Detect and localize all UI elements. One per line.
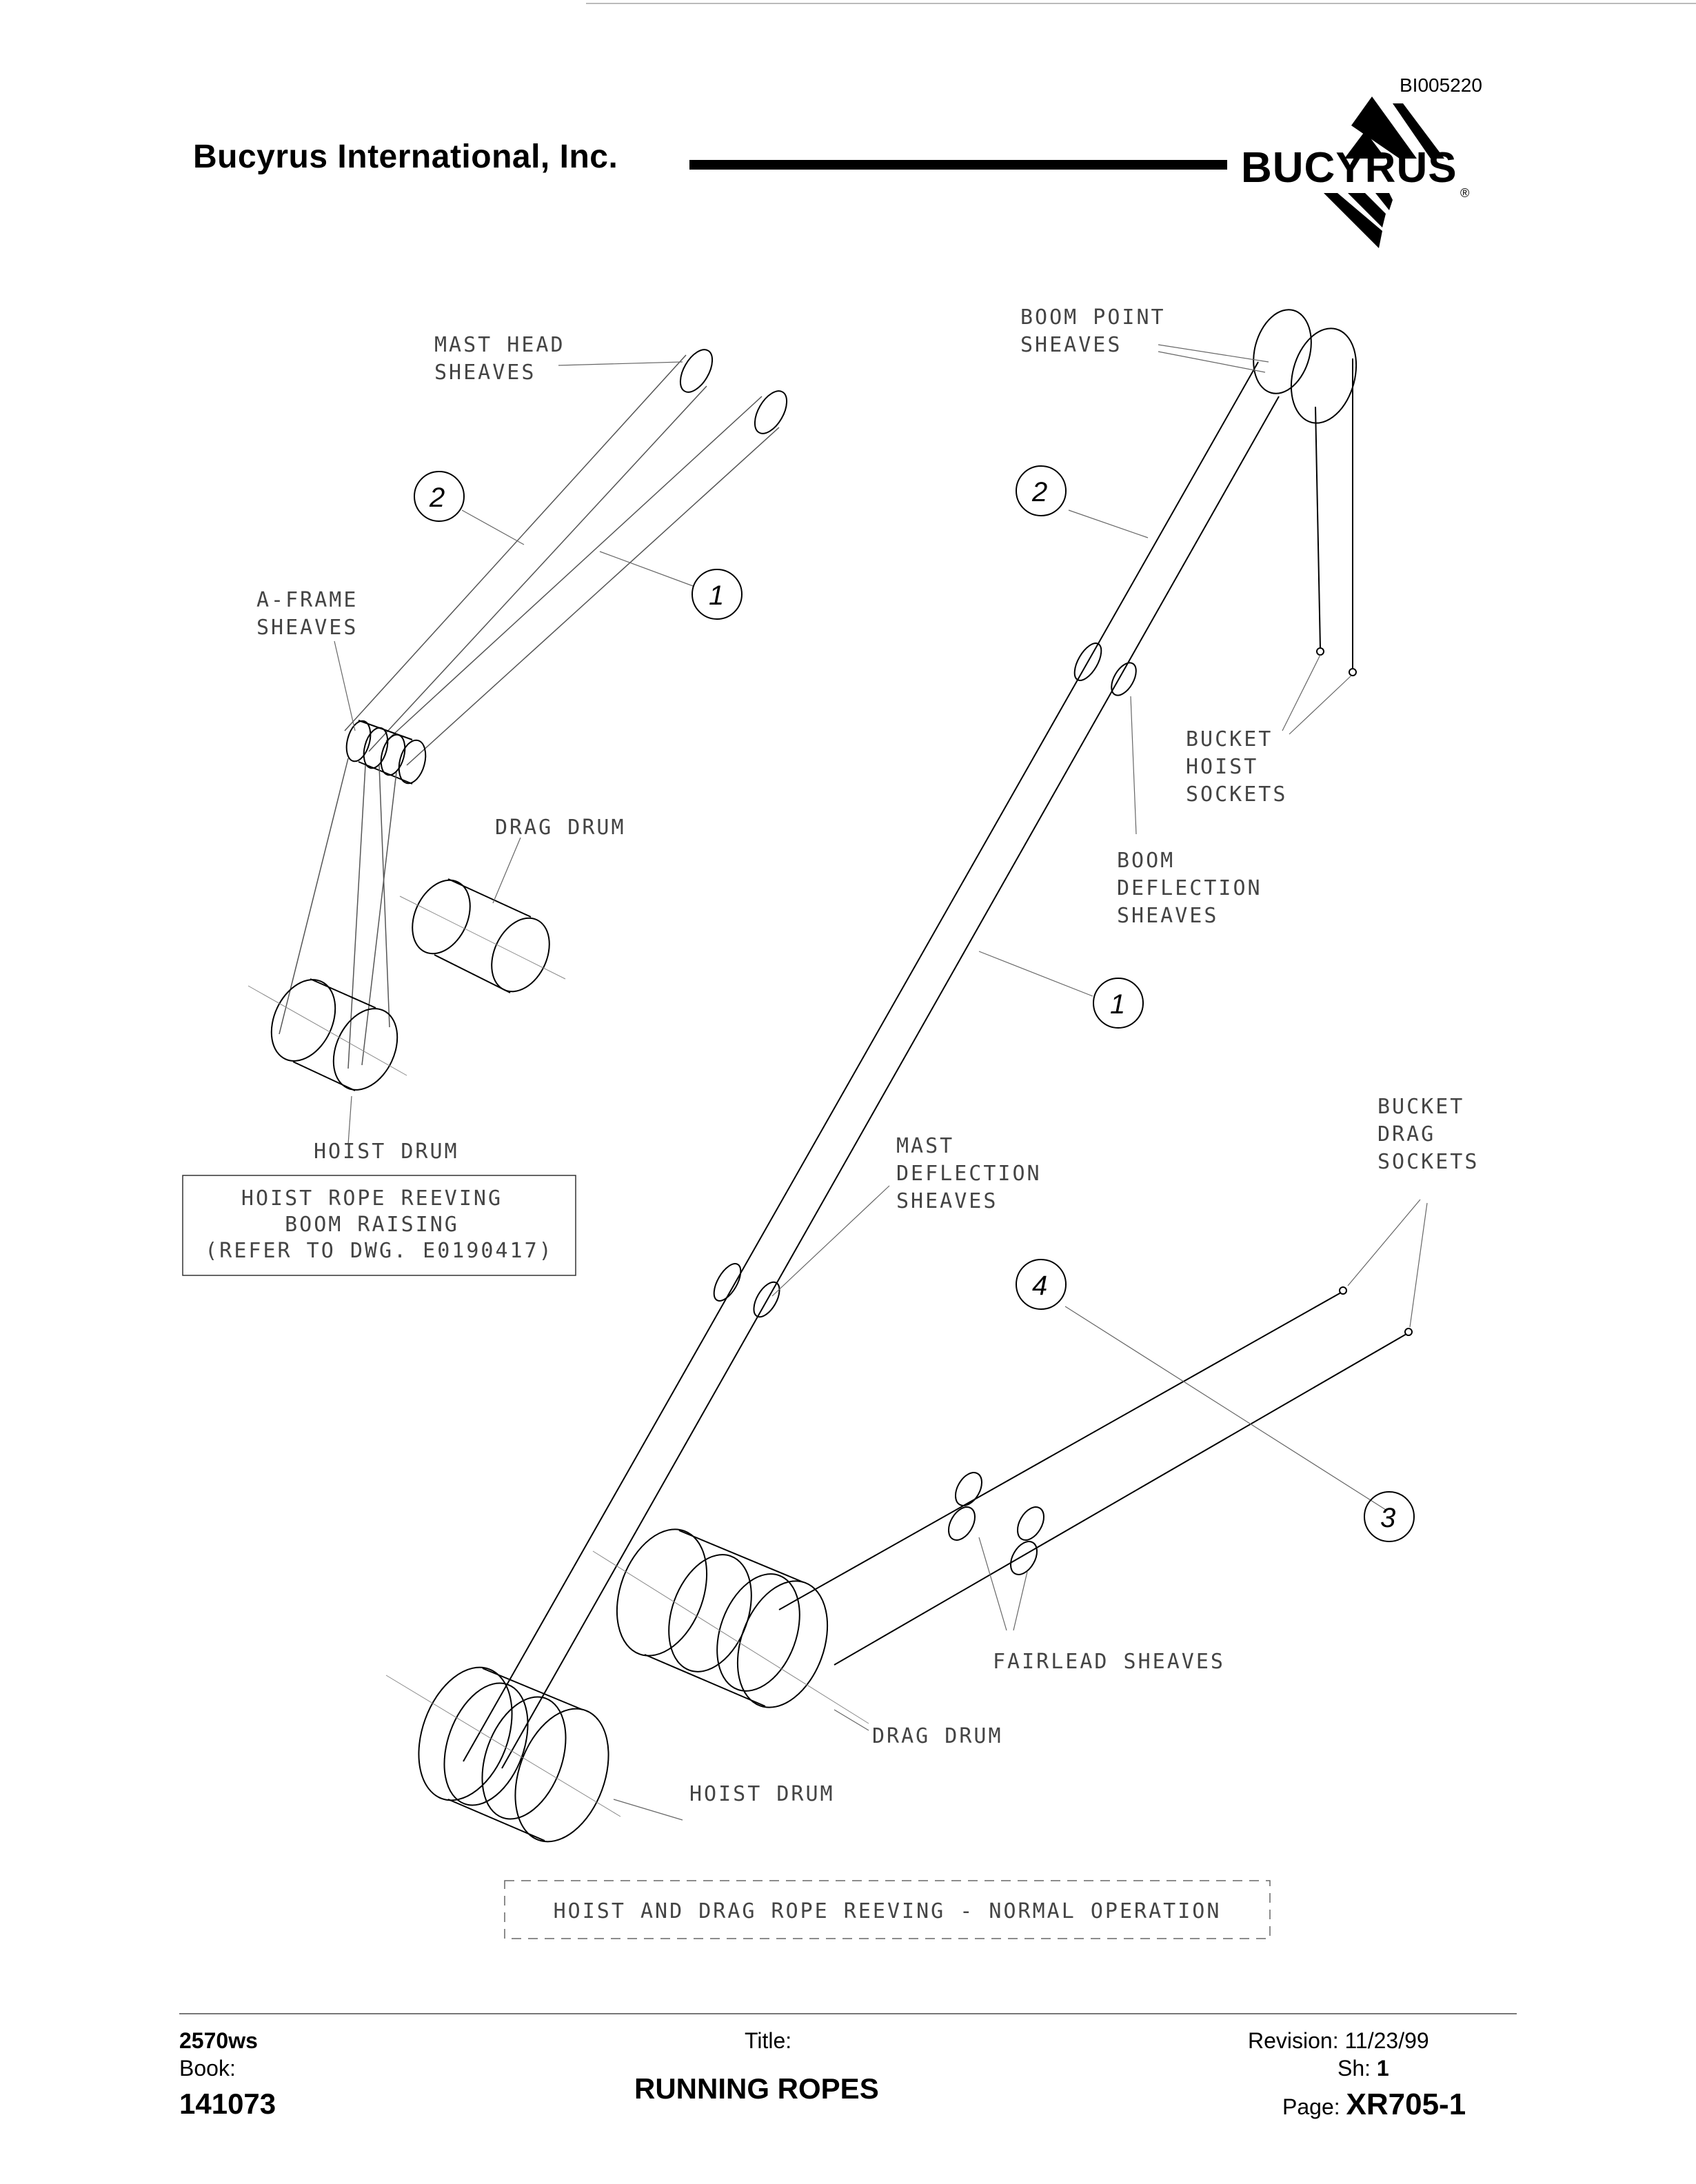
drawing-title: RUNNING ROPES	[634, 2072, 879, 2105]
fairlead-sheave-icon	[955, 1472, 982, 1506]
registered-mark: ®	[1460, 186, 1470, 200]
boom-point-sheave-icon	[1253, 309, 1312, 394]
label-boom-point-sheaves: BOOM POINT SHEAVES	[1020, 305, 1180, 357]
mast-head-sheave-icon	[754, 390, 788, 434]
normal-operation-note-box	[504, 1880, 1271, 1939]
label-bucket-hoist-sockets: BUCKET HOIST SOCKETS	[1186, 727, 1287, 807]
callout-2-left: 2	[429, 483, 445, 513]
book-label: Book:	[179, 2056, 236, 2081]
label-bucket-drag-sockets: BUCKET DRAG SOCKETS	[1377, 1095, 1479, 1174]
revision-label: Revision:	[1248, 2028, 1339, 2053]
revision-date: 11/23/99	[1344, 2028, 1429, 2053]
top-scan-line	[586, 3, 1696, 4]
label-drag-drum-left: DRAG DRUM	[495, 816, 626, 840]
callout-3-right: 3	[1380, 1503, 1395, 1533]
revision-field: Revision: 11/23/99	[1248, 2028, 1429, 2054]
page-label: Page:	[1282, 2094, 1340, 2119]
fairlead-sheave-icon	[1010, 1541, 1038, 1575]
boom-point-sheave-icon	[1290, 327, 1357, 424]
boom-deflection-sheave-icon	[1111, 662, 1137, 696]
callout-bubble	[1016, 465, 1067, 516]
label-a-frame-sheaves: A-FRAME SHEAVES	[256, 588, 373, 640]
callout-4-right: 4	[1032, 1271, 1047, 1301]
page-number: XR705-1	[1346, 2087, 1466, 2121]
mast-deflection-sheave-icon	[713, 1263, 742, 1302]
header-rule	[689, 160, 1227, 170]
sheet-number: 1	[1376, 2056, 1389, 2081]
footer-rule	[179, 2013, 1517, 2014]
label-mast-head-sheaves: MAST HEAD SHEAVES	[434, 333, 580, 385]
callout-bubble	[1364, 1491, 1415, 1542]
company-name: Bucyrus International, Inc.	[193, 139, 618, 175]
label-drag-drum-right: DRAG DRUM	[872, 1724, 1003, 1748]
title-label: Title:	[745, 2028, 792, 2053]
brand-wordmark: BUCYRUS	[1241, 144, 1457, 192]
page-field: Page: XR705-1	[1282, 2087, 1466, 2122]
mast-deflection-sheave-icon	[753, 1281, 780, 1318]
boom-raising-note-box	[182, 1175, 576, 1276]
boom-deflection-sheave-icon	[1073, 643, 1102, 681]
bucyrus-logo-icon	[1324, 97, 1444, 248]
boom-raising-note: HOIST ROPE REEVING BOOM RAISING (REFER T…	[205, 1186, 553, 1263]
mast-head-sheave-icon	[679, 349, 714, 393]
label-mast-deflection-sheaves: MAST DEFLECTION SHEAVES	[896, 1134, 1056, 1213]
callout-1-right: 1	[1110, 989, 1125, 1020]
sheet-label: Sh:	[1337, 2056, 1371, 2081]
callout-bubble	[691, 569, 743, 620]
boom-raising-schematic: 2 1 MAST HEAD SHEAVES A-FRAME SHEAVES DR…	[182, 333, 788, 1276]
label-boom-deflection-sheaves: BOOM DEFLECTION SHEAVES	[1117, 849, 1277, 928]
reeving-diagram: 2 1 MAST HEAD SHEAVES A-FRAME SHEAVES DR…	[182, 305, 1479, 1939]
callout-bubble	[1016, 1259, 1067, 1310]
callout-2-right: 2	[1031, 477, 1047, 507]
callout-bubble	[1093, 978, 1144, 1029]
fairlead-sheave-icon	[1017, 1506, 1044, 1541]
normal-operation-note: HOIST AND DRAG ROPE REEVING - NORMAL OPE…	[554, 1899, 1222, 1923]
book-number: 141073	[179, 2087, 276, 2120]
callout-bubble	[414, 471, 465, 522]
label-fairlead-sheaves: FAIRLEAD SHEAVES	[993, 1650, 1225, 1674]
sheet-field: Sh: 1	[1337, 2056, 1389, 2081]
model-number: 2570ws	[179, 2028, 258, 2053]
label-hoist-drum-left: HOIST DRUM	[314, 1140, 459, 1164]
callout-1-left: 1	[709, 580, 724, 611]
document-id: BI005220	[1400, 74, 1482, 96]
label-hoist-drum-right: HOIST DRUM	[689, 1782, 835, 1806]
fairlead-sheave-icon	[948, 1506, 976, 1541]
normal-operation-schematic: 2 1 4 3 BOOM POINT SHEAVES BUCKET HOIST …	[385, 305, 1479, 1843]
